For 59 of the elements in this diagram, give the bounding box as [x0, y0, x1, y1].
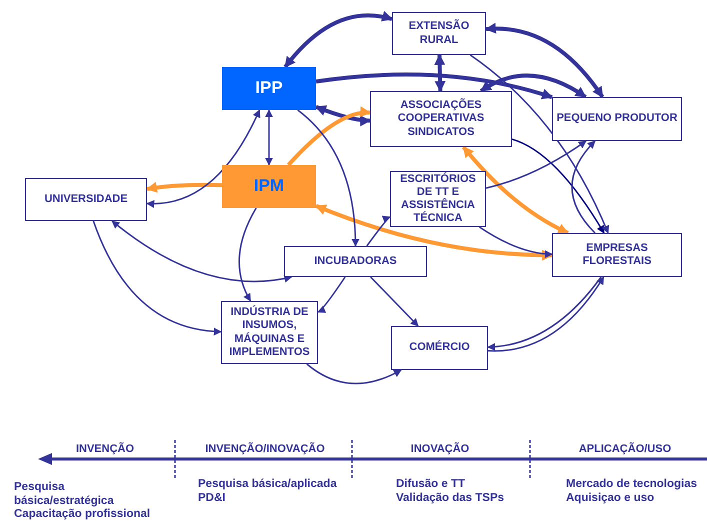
- connector-arrow: [434, 54, 446, 92]
- connector-arrow: [484, 23, 604, 98]
- node-label: INDÚSTRIA DE INSUMOS, MÁQUINAS E IMPLEMENTOS: [228, 306, 311, 359]
- process-box: [552, 233, 682, 277]
- connector-arrow: [286, 106, 372, 166]
- node-label: PEQUENO PRODUTOR: [556, 112, 678, 126]
- connector-arrow: [478, 226, 553, 258]
- connector-arrow: [314, 105, 372, 126]
- connector-arrow: [284, 11, 394, 68]
- connector-arrow: [146, 109, 260, 208]
- connector-arrow: [306, 363, 402, 384]
- connector-arrow: [512, 138, 605, 234]
- note-text: Pesquisa básica/estratégica: [14, 481, 115, 508]
- connector-arrow: [265, 109, 273, 166]
- stage-heading: INVENÇÃO/INOVAÇÃO: [204, 443, 326, 456]
- process-box: [390, 171, 486, 227]
- node-label: IPP: [255, 78, 283, 99]
- process-box: [25, 178, 147, 221]
- note-text: Aquisiçao e uso: [566, 492, 656, 506]
- node-label: UNIVERSIDADE: [44, 192, 128, 206]
- process-box: [370, 91, 512, 147]
- connector-arrow: [146, 182, 222, 193]
- connector-arrow: [470, 54, 609, 234]
- connector-arrow: [462, 146, 569, 235]
- node-label: IPM: [254, 176, 284, 197]
- connector-arrow: [238, 208, 257, 302]
- stage-heading: INVENÇÃO: [74, 443, 136, 456]
- note-text: PD&I: [198, 492, 226, 506]
- note-text: Difusão e TT: [396, 478, 466, 492]
- node-label: EXTENSÃO RURAL: [408, 20, 470, 47]
- node-label: ASSOCIAÇÕES COOPERATIVAS SINDICATOS: [396, 99, 486, 139]
- node-label: EMPRESAS FLORESTAIS: [582, 242, 652, 268]
- process-box: [552, 97, 682, 141]
- connector-arrow: [314, 204, 554, 261]
- connector-arrow: [92, 220, 222, 336]
- stage-heading: INOVAÇÃO: [410, 443, 470, 456]
- node-label: INCUBADORAS: [314, 254, 397, 268]
- note-text: Capacitação profissional: [14, 508, 152, 522]
- filled-box: [222, 67, 316, 110]
- connector-arrow: [480, 74, 587, 99]
- connector-arrow: [317, 276, 346, 313]
- process-box: [221, 301, 318, 364]
- connector-arrow: [316, 72, 554, 100]
- node-label: ESCRITÓRIOS DE TT E ASSISTÊNCIA TÉCNICA: [399, 172, 477, 226]
- connector-arrow: [571, 140, 596, 234]
- node-label: COMÉRCIO: [409, 341, 470, 355]
- connector-arrow: [366, 216, 391, 246]
- filled-box: [222, 165, 316, 208]
- connector-arrow: [486, 140, 587, 189]
- note-text: Mercado de tecnologias: [566, 478, 698, 492]
- note-text: Pesquisa básica/aplicada: [198, 478, 338, 492]
- connector-arrow: [111, 220, 292, 282]
- process-box: [391, 326, 488, 370]
- process-box: [392, 12, 486, 55]
- stage-heading: APLICAÇÃO/USO: [578, 443, 672, 456]
- note-text: Validação das TSPs: [396, 492, 506, 506]
- connector-arrow: [297, 109, 360, 247]
- connector-arrow: [370, 276, 419, 327]
- process-box: [284, 246, 427, 277]
